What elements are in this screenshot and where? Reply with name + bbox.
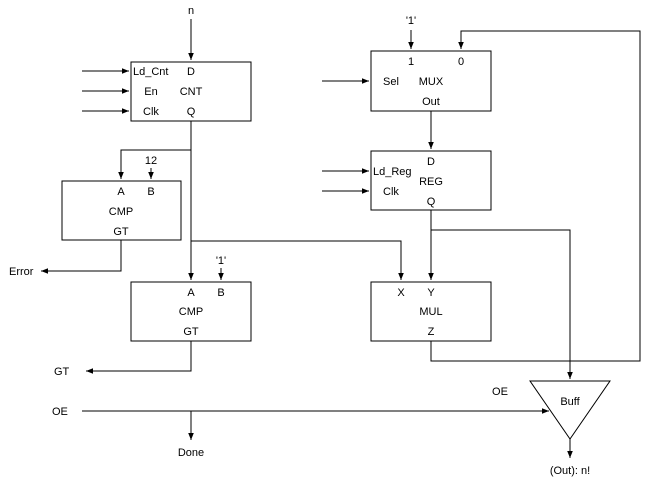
label-done: Done [178, 447, 204, 459]
cmp-error-b-label: B [147, 186, 154, 198]
cnt-name-label: CNT [180, 86, 203, 98]
label-const-one-cmp: '1' [216, 255, 226, 267]
cmp-error-a-label: A [117, 186, 125, 198]
reg-name-label: REG [419, 176, 443, 188]
mul-x-label: X [397, 287, 405, 299]
label-oe-input: OE [52, 406, 68, 418]
cnt-q-label: Q [187, 106, 196, 118]
wire-reg-to-buffer [431, 229, 573, 379]
wire-error-out [41, 240, 122, 274]
wire-cnt-to-mul [191, 240, 404, 280]
cnt-en-label: En [144, 86, 157, 98]
mul-block [370, 281, 492, 342]
label-const-one-mux: '1' [406, 15, 416, 27]
mul-y-label: Y [427, 287, 435, 299]
mux-name-label: MUX [419, 76, 444, 88]
cmp-error-name-label: CMP [109, 206, 133, 218]
cmp-gt-name-label: CMP [179, 306, 203, 318]
wire-gt-out [86, 341, 192, 374]
cmp-gt-a-label: A [187, 287, 195, 299]
wire-cnt-to-cmp-error [118, 149, 191, 179]
mux-in0-label: 0 [458, 56, 464, 68]
buffer-name-label: Buff [560, 396, 580, 408]
cmp-gt-b-label: B [217, 287, 224, 299]
buffer-oe-label: OE [492, 386, 508, 398]
cmp-gt-block [130, 281, 252, 342]
mul-name-label: MUL [419, 306, 442, 318]
cmp-gt-gt-label: GT [183, 326, 199, 338]
buffer-block [529, 380, 611, 440]
reg-d-label: D [427, 156, 435, 168]
mux-out-label: Out [422, 96, 440, 108]
label-result: (Out): n! [550, 465, 590, 477]
reg-block [370, 150, 492, 211]
cnt-block [130, 61, 252, 122]
cmp-error-gt-label: GT [113, 226, 129, 238]
mux-in1-label: 1 [408, 56, 414, 68]
label-error: Error [9, 266, 34, 278]
reg-clk-label: Clk [383, 186, 399, 198]
cnt-ld-label: Ld_Cnt [133, 66, 168, 78]
reg-q-label: Q [427, 196, 436, 208]
mux-sel-label: Sel [383, 76, 399, 88]
label-gt-out: GT [54, 366, 70, 378]
mux-block [370, 50, 492, 112]
label-n: n [188, 5, 194, 17]
label-const-twelve: 12 [145, 155, 157, 167]
reg-ld-label: Ld_Reg [373, 166, 412, 178]
cnt-clk-label: Clk [143, 106, 159, 118]
wire-mul-feedback [430, 30, 641, 362]
cnt-d-label: D [187, 66, 195, 78]
cmp-error-block [61, 180, 182, 241]
mul-z-label: Z [428, 326, 435, 338]
